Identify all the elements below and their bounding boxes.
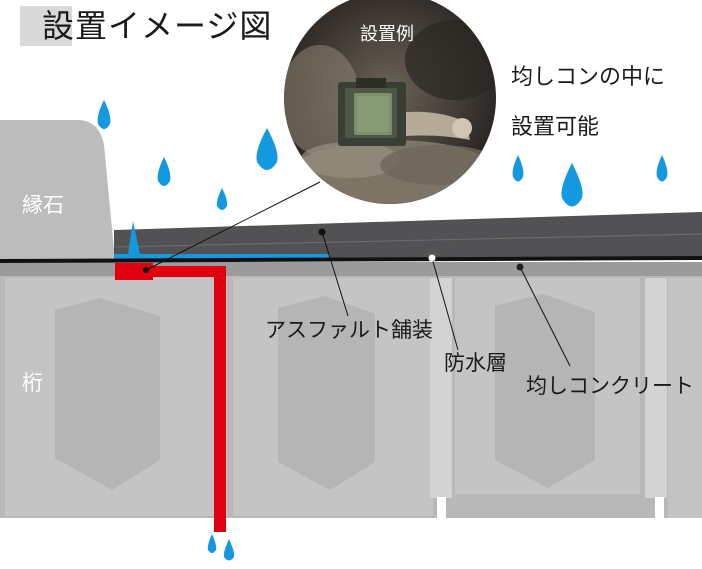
water-layer xyxy=(114,254,330,259)
page-title: 設置イメージ図 xyxy=(42,7,273,45)
waterproof-layer xyxy=(0,256,702,263)
rain-drop xyxy=(656,155,668,182)
rain-drop xyxy=(223,539,235,561)
curb-label: 縁石 xyxy=(22,193,64,217)
photo-caption: 設置例 xyxy=(360,24,414,45)
asphalt-label: アスファルト舗装 xyxy=(265,318,433,342)
rain-drop xyxy=(256,128,278,170)
leveling-concrete-band xyxy=(0,262,702,276)
leveling-concrete-label: 均しコンクリート xyxy=(526,374,694,398)
rain-drops xyxy=(97,100,668,561)
drain-pipe xyxy=(115,263,226,532)
title-accent xyxy=(20,6,72,46)
leader-lines xyxy=(145,181,571,367)
rain-drop xyxy=(157,157,171,186)
rain-drop xyxy=(512,155,524,182)
side-note-line2: 設置可能 xyxy=(511,115,600,140)
girder-label: 桁 xyxy=(22,371,43,395)
water-drop-edge xyxy=(128,221,140,254)
rain-drop xyxy=(216,188,228,210)
rain-drop xyxy=(207,534,217,553)
rain-drop xyxy=(97,100,111,129)
girder-body xyxy=(0,274,702,565)
waterproof-label: 防水層 xyxy=(444,351,507,375)
asphalt-pavement xyxy=(114,212,702,258)
curb-stone xyxy=(0,120,114,262)
example-photo xyxy=(282,0,498,206)
side-note-line1: 均しコンの中に xyxy=(511,65,666,90)
rain-drop xyxy=(561,163,583,207)
